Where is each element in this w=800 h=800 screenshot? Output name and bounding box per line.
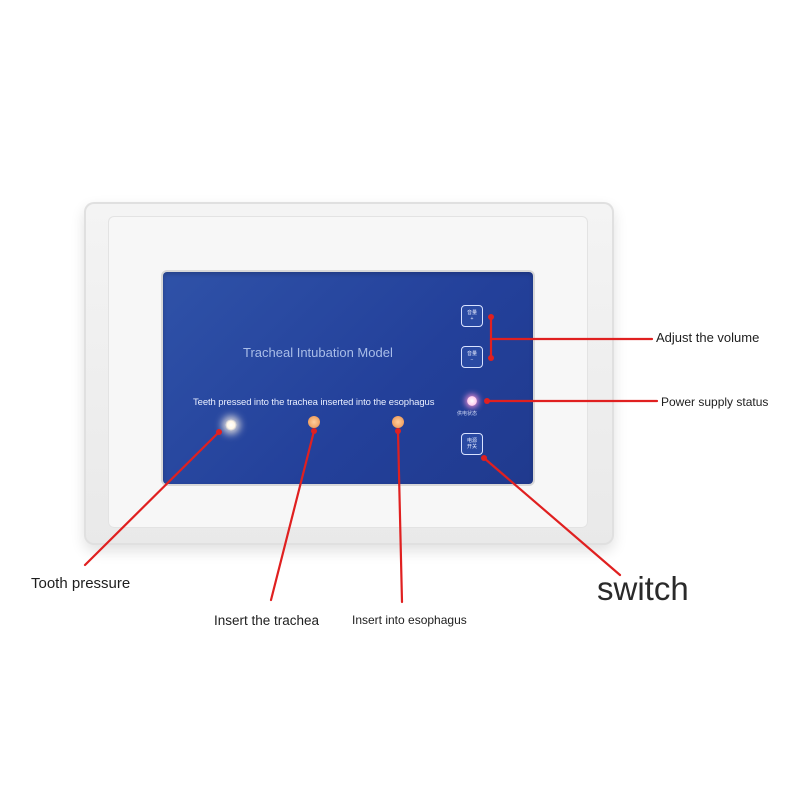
- esophagus-dot: [395, 428, 401, 434]
- callout-insert-esophagus: Insert into esophagus: [352, 613, 467, 627]
- volume-down-button[interactable]: 音量 −: [461, 346, 483, 368]
- callout-tooth-pressure: Tooth pressure: [31, 575, 131, 592]
- panel-title: Tracheal Intubation Model: [243, 345, 393, 360]
- callout-insert-trachea: Insert the trachea: [214, 613, 320, 628]
- minus-icon: −: [470, 357, 474, 363]
- panel-indicator-labels: Teeth pressed into the trachea inserted …: [193, 397, 435, 408]
- switch-dot: [481, 455, 487, 461]
- power-dot: [484, 398, 490, 404]
- power-switch-label-2: 开关: [466, 444, 477, 450]
- volume-up-button[interactable]: 音量 +: [461, 305, 483, 327]
- power-switch-button[interactable]: 电源 开关: [461, 433, 483, 455]
- trachea-leader: [269, 429, 316, 602]
- volume-down-dot: [488, 355, 494, 361]
- trachea-dot: [311, 428, 317, 434]
- callout-power-status: Power supply status: [661, 395, 769, 409]
- switch-leader: [482, 456, 622, 577]
- power-status-caption: 供电状态: [457, 411, 478, 417]
- power-status-led: [467, 396, 477, 406]
- volume-leader: [489, 315, 654, 341]
- power-switch-label-1: 电源: [466, 438, 477, 444]
- callout-switch: switch: [597, 570, 689, 607]
- tooth-pressure-led: [225, 419, 237, 431]
- esophagus-led: [392, 416, 404, 428]
- esophagus-leader: [396, 429, 404, 604]
- callout-adjust-volume: Adjust the volume: [656, 330, 760, 345]
- volume-up-label: 音量: [466, 310, 477, 316]
- plus-icon: +: [470, 316, 474, 322]
- volume-up-dot: [488, 314, 494, 320]
- volume-down-label: 音量: [466, 351, 477, 357]
- tooth-leader: [83, 430, 221, 567]
- trachea-led: [308, 416, 320, 428]
- tooth-dot: [216, 429, 222, 435]
